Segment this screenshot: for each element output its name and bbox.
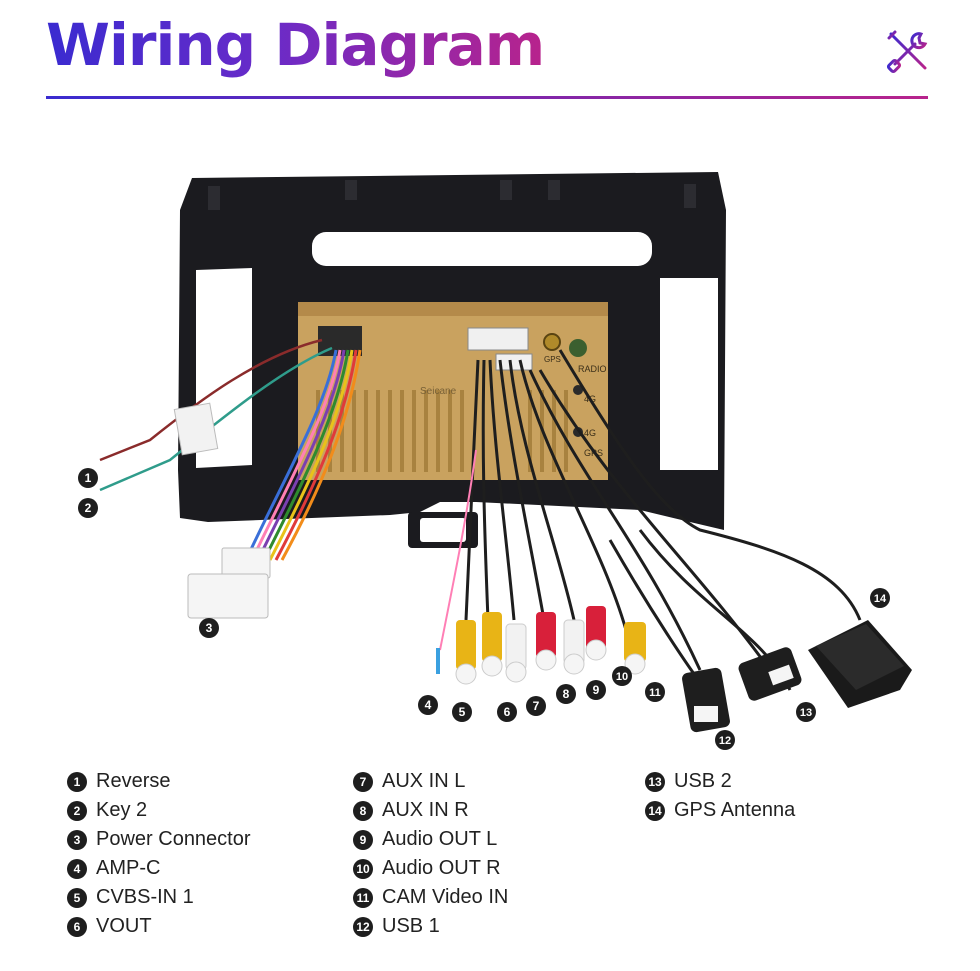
legend-label: CAM Video IN: [382, 886, 509, 908]
svg-text:3: 3: [206, 621, 213, 635]
legend-label: USB 1: [382, 915, 440, 937]
legend-number: 10: [353, 858, 373, 879]
legend-number: 12: [353, 916, 373, 937]
svg-text:10: 10: [616, 671, 628, 683]
legend-label: Reverse: [96, 770, 171, 792]
legend-label: Audio OUT L: [382, 828, 498, 850]
svg-text:RADIO: RADIO: [578, 364, 607, 374]
legend-label: Power Connector: [96, 828, 251, 850]
title-divider: [46, 96, 928, 99]
legend-number: 2: [67, 800, 87, 821]
svg-text:14: 14: [874, 593, 887, 605]
legend-column-3: 13 USB 2 14 GPS Antenna: [645, 767, 795, 825]
svg-text:1: 1: [85, 471, 92, 485]
legend-item: 3 Power Connector: [67, 825, 251, 854]
legend-label: AUX IN R: [382, 799, 469, 821]
legend-number: 8: [353, 800, 373, 821]
legend-item: 13 USB 2: [645, 767, 795, 796]
svg-text:12: 12: [719, 735, 731, 747]
svg-text:11: 11: [649, 687, 661, 699]
svg-text:2: 2: [85, 501, 92, 515]
diagram-markers: 1 2 3 4 5 6 7 8 9 10 11 12 13 14: [78, 468, 890, 750]
legend-label: VOUT: [96, 915, 152, 937]
legend-item: 8 AUX IN R: [353, 796, 508, 825]
legend-label: CVBS-IN 1: [96, 886, 194, 908]
svg-text:GPS: GPS: [544, 355, 561, 364]
legend-item: 9 Audio OUT L: [353, 825, 508, 854]
legend-number: 11: [353, 887, 373, 908]
legend-label: USB 2: [674, 770, 732, 792]
power-connector: [187, 547, 271, 619]
legend-number: 13: [645, 771, 665, 792]
legend-item: 4 AMP-C: [67, 854, 251, 883]
legend-item: 5 CVBS-IN 1: [67, 883, 251, 912]
legend-item: 6 VOUT: [67, 912, 251, 941]
legend-label: Audio OUT R: [382, 857, 501, 879]
legend-number: 1: [67, 771, 87, 792]
rca-plugs: [455, 606, 646, 685]
wiring-diagram: Seicane RADIO 4G 4G GPS GPS: [78, 172, 912, 750]
svg-text:6: 6: [504, 705, 511, 719]
legend-label: AUX IN L: [382, 770, 466, 792]
legend-number: 6: [67, 916, 87, 937]
page-title: Wiring Diagram: [46, 6, 545, 84]
legend-column-2: 7 AUX IN L 8 AUX IN R 9 Audio OUT L 10 Audio…: [353, 767, 508, 941]
legend-item: 2 Key 2: [67, 796, 251, 825]
legend-item: 7 AUX IN L: [353, 767, 508, 796]
gps-antenna: [808, 620, 912, 708]
usb-connectors: [682, 647, 802, 733]
legend-label: GPS Antenna: [674, 799, 796, 821]
reverse-key-wires: [99, 338, 333, 492]
legend-item: 11 CAM Video IN: [353, 883, 508, 912]
legend-label: AMP-C: [96, 857, 161, 879]
legend-number: 3: [67, 829, 87, 850]
legend-item: 14 GPS Antenna: [645, 796, 795, 825]
svg-text:4: 4: [425, 698, 432, 712]
legend-label: Key 2: [96, 799, 148, 821]
rca-cable-bundle: [464, 359, 628, 631]
svg-text:7: 7: [533, 699, 540, 713]
svg-text:5: 5: [459, 705, 466, 719]
svg-text:9: 9: [593, 683, 600, 697]
power-harness-wires: [244, 349, 362, 561]
svg-text:4G: 4G: [584, 428, 596, 438]
legend-number: 5: [67, 887, 87, 908]
unit-watermark: Seicane: [420, 386, 457, 397]
legend-number: 14: [645, 800, 665, 821]
legend-number: 4: [67, 858, 87, 879]
svg-text:13: 13: [800, 707, 812, 719]
legend-number: 9: [353, 829, 373, 850]
svg-text:8: 8: [563, 687, 570, 701]
legend-item: 10 Audio OUT R: [353, 854, 508, 883]
tools-icon: [886, 30, 928, 74]
legend-item: 1 Reverse: [67, 767, 251, 796]
legend-number: 7: [353, 771, 373, 792]
amp-c-wire: [436, 648, 440, 674]
legend-item: 12 USB 1: [353, 912, 508, 941]
